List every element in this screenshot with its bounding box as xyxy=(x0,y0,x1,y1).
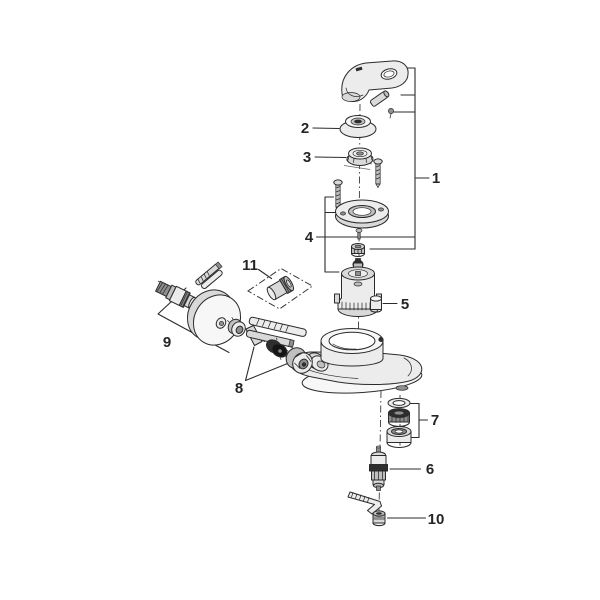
cap-part-2 xyxy=(339,115,377,138)
leader-2-line xyxy=(312,127,340,130)
s-union-part-9 xyxy=(155,280,197,309)
callout-label-6: 6 xyxy=(426,461,434,478)
screw-part-4 xyxy=(355,228,363,240)
plug-part-5 xyxy=(369,295,383,313)
bracket-4-line xyxy=(324,196,340,273)
handle-pin xyxy=(369,90,390,107)
knurled-nut-part-4 xyxy=(350,243,366,258)
aerator-washer-part-7 xyxy=(387,397,411,409)
callout-label-3: 3 xyxy=(303,149,311,166)
check-valve-part-6 xyxy=(369,445,388,491)
plug-part-10 xyxy=(372,510,386,527)
callout-label-10: 10 xyxy=(428,511,445,528)
union-nut-part-8 xyxy=(285,345,313,374)
bracket-tool-part-8 xyxy=(245,316,307,348)
ring-nut-part-3 xyxy=(346,147,374,166)
fixing-screw-right xyxy=(373,158,383,189)
body-set-screw xyxy=(378,336,384,343)
tool-part-9 xyxy=(195,261,223,290)
handle-screw xyxy=(388,108,394,119)
leader-11-line xyxy=(257,268,273,280)
aerator-insert-part-7 xyxy=(387,408,411,427)
knob-part-8 xyxy=(266,337,288,360)
aerator-sleeve-part-7 xyxy=(386,426,412,449)
callout-label-7: 7 xyxy=(431,412,439,429)
bracket-7-line xyxy=(409,402,429,439)
body-collar xyxy=(320,328,384,367)
callout-label-2: 2 xyxy=(301,120,309,137)
adapter-part-11 xyxy=(266,275,295,301)
handle-lever xyxy=(341,60,409,102)
callout-label-8: 8 xyxy=(235,380,243,397)
callout-label-11: 11 xyxy=(242,257,258,274)
callout-lines xyxy=(157,67,430,519)
leader-3-line xyxy=(314,156,347,159)
service-box-part-11 xyxy=(247,267,314,310)
escutcheon-part-9 xyxy=(186,289,242,346)
callout-label-5: 5 xyxy=(401,296,409,313)
spout-outlet xyxy=(395,385,409,391)
cartridge-part-4 xyxy=(334,258,382,317)
callout-label-9: 9 xyxy=(163,334,171,351)
callout-labels: 1 2 3 4 5 6 7 8 9 10 11 xyxy=(163,120,445,528)
callout-label-1: 1 xyxy=(432,170,440,187)
callout-label-4: 4 xyxy=(305,229,314,246)
allen-key xyxy=(347,491,382,515)
nut-part-9 xyxy=(227,317,246,337)
flange-part-4 xyxy=(335,199,389,229)
